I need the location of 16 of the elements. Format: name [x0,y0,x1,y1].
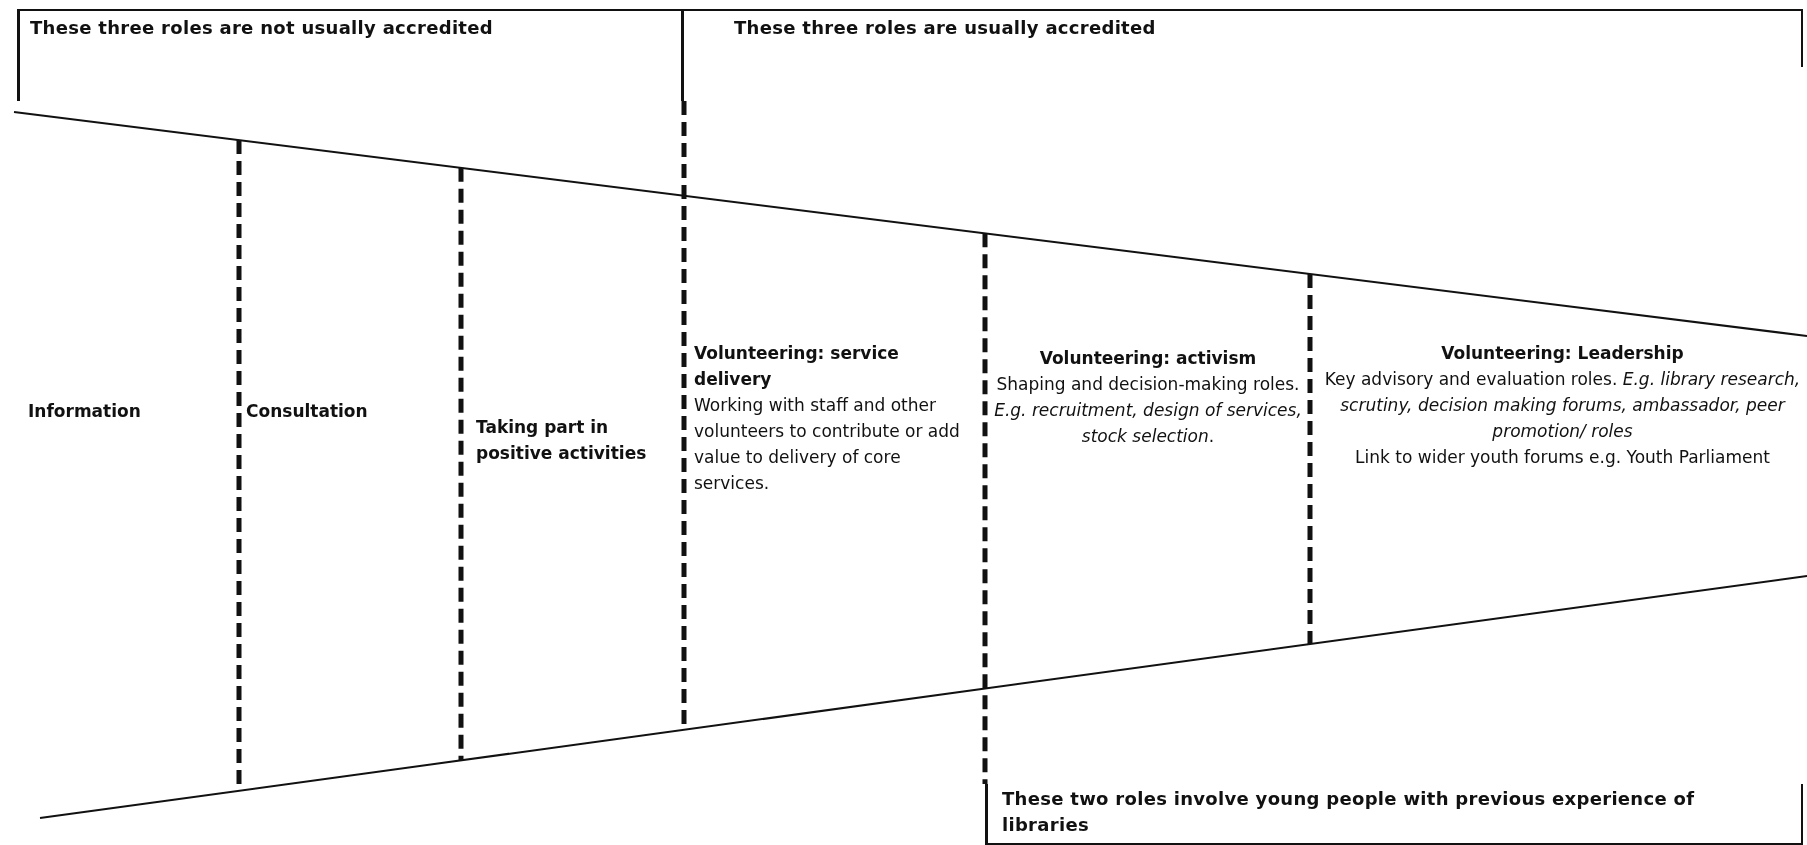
role-heading: Volunteering: activism [1038,347,1258,370]
role-description: Key advisory and evaluation roles. E.g. library research, scrutiny, decision making forums, ambassador, peer promotion/ roles [1323,368,1802,443]
role-label: Consultation [246,400,369,423]
role-label: Taking part in positive activities [476,416,648,465]
heading-text: These three roles are usually accredited [734,16,1157,40]
role-heading: Volunteering: service delivery [694,342,900,391]
bracket-frame [985,784,1803,845]
bracket-frame [684,9,1803,67]
heading-text: These three roles are not usually accredited [30,16,494,40]
role-label: Information [28,400,142,423]
bracket-frame [17,9,684,101]
heading-text: These two roles involve young people with previous experience of libraries [1002,787,1696,837]
role-description: Shaping and decision-making roles. E.g. recruitment, design of services, stock selection. [993,373,1303,448]
role-description: Working with staff and other volunteers to contribute or add value to delivery of core services. [694,394,961,495]
role-heading: Volunteering: Leadership [1440,342,1685,365]
role-description: Link to wider youth forums e.g. Youth Parliament [1354,446,1771,469]
